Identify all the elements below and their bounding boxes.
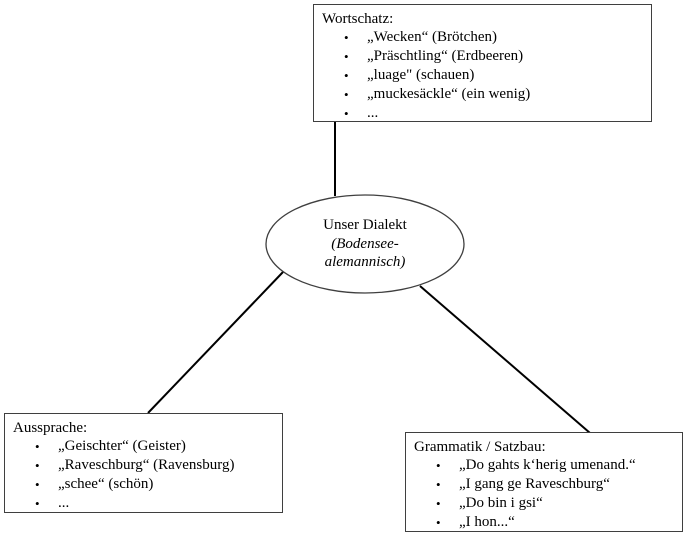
bullet-list-wortschatz: • „Wecken“ (Brötchen) • „Präschtling“ (E…	[314, 28, 651, 123]
box-title-grammatik: Grammatik / Satzbau:	[414, 439, 546, 455]
bullet-icon: •	[344, 30, 349, 45]
list-item: • „Do bin i gsi“	[406, 494, 682, 513]
center-node-label: Unser Dialekt (Bodensee- alemannisch)	[270, 197, 460, 291]
list-item: • ...	[5, 494, 282, 513]
bullet-icon: •	[344, 49, 349, 64]
center-node-subtitle-line1: (Bodensee-	[331, 235, 399, 252]
list-item-text: „Do bin i gsi“	[459, 495, 543, 511]
list-item: • „luage" (schauen)	[314, 66, 651, 85]
box-title-aussprache: Aussprache:	[13, 420, 88, 436]
list-item: • „I gang ge Raveschburg“	[406, 475, 682, 494]
list-item-text: „muckesäckle“ (ein wenig)	[367, 86, 531, 102]
bullet-icon: •	[436, 458, 441, 473]
bullet-icon: •	[344, 106, 349, 121]
list-item: • ...	[314, 104, 651, 123]
node-box-aussprache: Aussprache: • „Geischter“ (Geister) • „R…	[4, 413, 283, 513]
list-item-text: „I gang ge Raveschburg“	[459, 476, 610, 492]
bullet-icon: •	[436, 477, 441, 492]
node-box-wortschatz: Wortschatz: • „Wecken“ (Brötchen) • „Prä…	[313, 4, 652, 122]
connector-right	[419, 285, 591, 434]
list-item-text: „Raveschburg“ (Ravensburg)	[58, 457, 235, 473]
list-item: • „schee“ (schön)	[5, 475, 282, 494]
bullet-icon: •	[344, 68, 349, 83]
bullet-icon: •	[35, 439, 40, 454]
list-item: • „Do gahts k‘herig umenand.“	[406, 456, 682, 475]
bullet-list-aussprache: • „Geischter“ (Geister) • „Raveschburg“ …	[5, 437, 282, 513]
list-item-text: „Geischter“ (Geister)	[58, 438, 186, 454]
center-node-title: Unser Dialekt	[323, 217, 407, 234]
bullet-icon: •	[436, 496, 441, 511]
list-item: • „Wecken“ (Brötchen)	[314, 28, 651, 47]
box-title-wortschatz: Wortschatz:	[322, 11, 394, 27]
list-item-text: „luage" (schauen)	[367, 67, 475, 83]
list-item: • „muckesäckle“ (ein wenig)	[314, 85, 651, 104]
list-item-text: „Präschtling“ (Erdbeeren)	[367, 48, 524, 64]
list-item-text: „schee“ (schön)	[58, 476, 154, 492]
bullet-list-grammatik: • „Do gahts k‘herig umenand.“ • „I gang …	[406, 456, 682, 532]
list-item-text: „Do gahts k‘herig umenand.“	[459, 457, 636, 473]
center-node-subtitle-line2: alemannisch)	[324, 254, 406, 271]
connector-left	[147, 271, 284, 414]
list-item: • „Präschtling“ (Erdbeeren)	[314, 47, 651, 66]
bullet-icon: •	[436, 515, 441, 530]
bullet-icon: •	[35, 477, 40, 492]
list-item: • „I hon...“	[406, 513, 682, 532]
list-item: • „Geischter“ (Geister)	[5, 437, 282, 456]
list-item: • „Raveschburg“ (Ravensburg)	[5, 456, 282, 475]
bullet-icon: •	[344, 87, 349, 102]
list-item-text: ...	[367, 105, 379, 121]
bullet-icon: •	[35, 458, 40, 473]
list-item-text: „Wecken“ (Brötchen)	[367, 29, 497, 45]
node-box-grammatik: Grammatik / Satzbau: • „Do gahts k‘herig…	[405, 432, 683, 532]
list-item-text: ...	[58, 495, 70, 511]
list-item-text: „I hon...“	[459, 514, 515, 530]
bullet-icon: •	[35, 496, 40, 511]
